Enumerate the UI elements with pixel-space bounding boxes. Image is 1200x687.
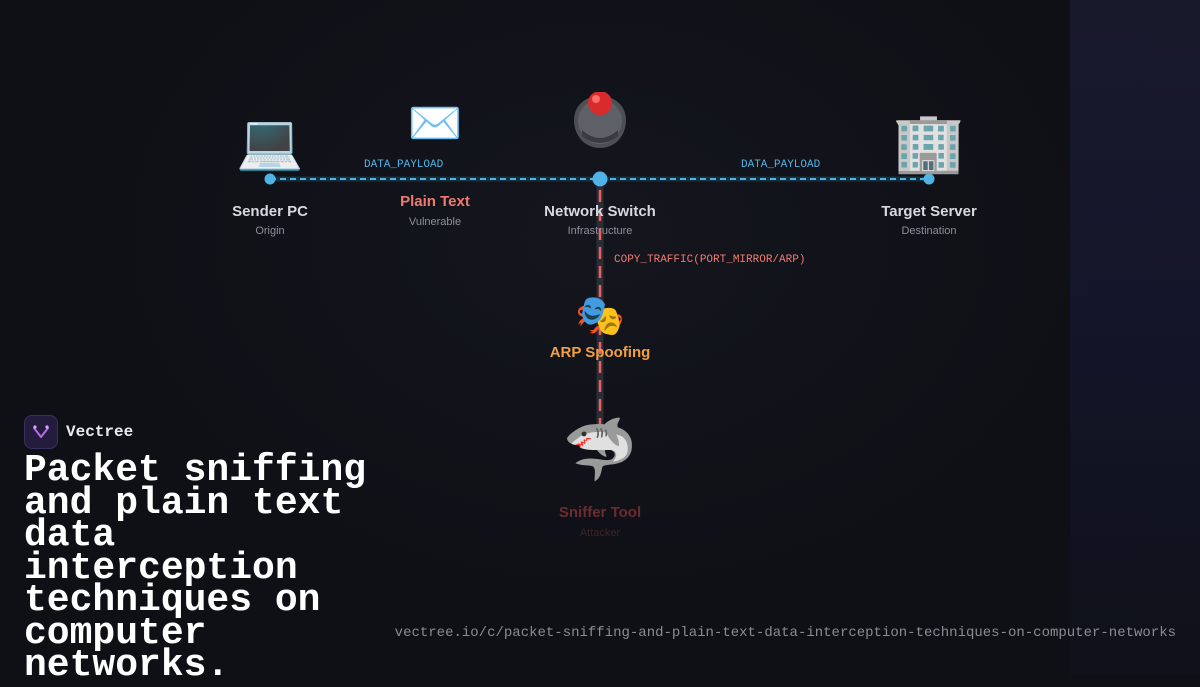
brand-name: Vectree [66, 423, 134, 441]
theater-masks-icon: 🎭 [575, 293, 625, 339]
left-payload-label: DATA_PAYLOAD [364, 159, 444, 171]
sender-endpoint-dot [264, 173, 276, 185]
brand: Vectree [24, 415, 133, 449]
target-subtitle: Destination [901, 225, 957, 237]
plaintext-subtitle: Vulnerable [408, 216, 462, 228]
router-icon [570, 91, 630, 152]
office-building-icon: 🏢 [892, 108, 966, 176]
background-panel-right [1070, 0, 1200, 675]
page-url: vectree.io/c/packet-sniffing-and-plain-t… [394, 625, 1176, 641]
envelope-icon: ✉️ [407, 98, 463, 149]
vectree-logo-icon [24, 415, 58, 449]
plaintext-title: Plain Text [400, 193, 470, 210]
target-title: Target Server [881, 203, 977, 220]
sender-subtitle: Origin [255, 225, 285, 237]
switch-title: Network Switch [544, 203, 656, 220]
page-title: Packet sniffing and plain text data inte… [24, 449, 367, 687]
right-payload-label: DATA_PAYLOAD [741, 159, 821, 171]
switch-subtitle: Infrastructure [567, 225, 633, 237]
switch-endpoint-dot [592, 171, 608, 187]
arp-title: ARP Spoofing [549, 344, 651, 361]
target-endpoint-dot [923, 173, 935, 185]
sniffer-title: Sniffer Tool [558, 504, 642, 521]
laptop-icon: 💻 [236, 110, 304, 173]
sniffer-subtitle: Attacker [579, 527, 621, 539]
shark-icon: 🦈 [562, 415, 638, 485]
copy-traffic-label: COPY_TRAFFIC(PORT_MIRROR/ARP) [614, 254, 806, 266]
sender-title: Sender PC [232, 203, 308, 220]
